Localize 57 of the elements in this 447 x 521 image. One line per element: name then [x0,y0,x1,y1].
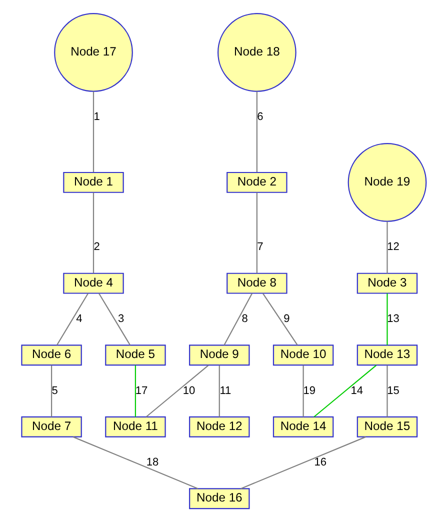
connector [256,91,257,172]
node-box: Node 16 [188,488,250,509]
connector [313,364,376,417]
edge-label: 6 [256,110,263,123]
connector [145,364,208,417]
connector [223,292,252,345]
node-box: Node 8 [226,272,287,294]
edge-label: 4 [76,312,82,324]
edge-label: 9 [283,312,290,324]
connector [256,192,257,273]
edge-label: 2 [93,240,100,253]
node-box: Node 4 [62,272,124,294]
node-circle: Node 19 [347,142,426,222]
node-box: Node 7 [20,416,82,437]
edge-label: 3 [118,312,124,324]
node-box: Node 10 [272,344,334,366]
edge-label: 15 [386,384,399,396]
edge-label: 10 [182,384,195,396]
connector [56,292,88,345]
node-box: Node 3 [356,272,418,294]
connector [262,292,298,345]
connector [218,364,220,416]
node-circle: Node 17 [54,12,132,92]
node-box: Node 12 [188,416,250,437]
connector [98,292,130,345]
node-box: Node 1 [62,171,124,192]
connector [240,436,366,489]
connector [386,221,388,273]
connector [92,192,94,273]
edge-label: 16 [314,456,326,468]
connector [302,364,304,416]
edge-label: 14 [350,384,363,396]
edge-label: 18 [146,456,158,468]
edge-label: 13 [386,312,399,324]
node-circle: Node 18 [217,12,296,92]
node-box: Node 5 [104,344,166,366]
node-box: Node 13 [356,344,418,366]
connector [72,436,198,489]
node-box: Node 14 [272,416,334,437]
edge-label: 8 [241,312,248,324]
connector [386,293,388,345]
edge-label: 12 [386,240,399,253]
edge-label: 5 [51,384,58,396]
node-box: Node 6 [20,344,82,366]
node-box: Node 11 [104,416,166,437]
connector [134,364,136,416]
edge-label: 7 [256,240,263,253]
node-box: Node 9 [188,344,250,366]
edge-label: 1 [93,110,100,123]
edge-label: 19 [302,384,316,396]
node-box: Node 15 [356,416,418,437]
connector [92,91,94,172]
connector [386,364,388,416]
edge-label: 11 [219,384,231,396]
connector [50,364,52,416]
edge-label: 17 [134,384,148,396]
node-box: Node 2 [226,171,287,192]
